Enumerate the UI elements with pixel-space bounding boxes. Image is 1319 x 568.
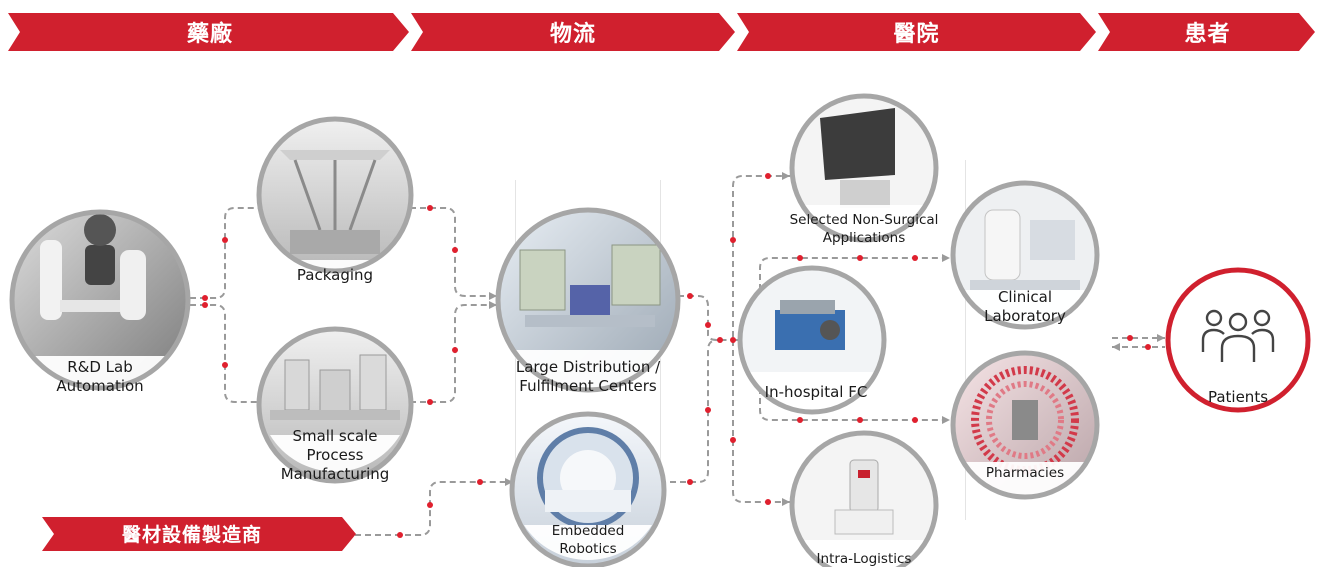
clinical-lab-node	[950, 180, 1100, 330]
chevron-stage-3	[737, 13, 1096, 51]
embedded-label: Embedded Robotics	[551, 523, 625, 557]
pharmacies-label: Pharmacies	[985, 465, 1065, 481]
patients-label: Patients	[1207, 388, 1269, 406]
people-icon	[1201, 309, 1275, 362]
stage-chevron-bar	[8, 13, 1315, 51]
in-hospital-node	[737, 265, 887, 415]
patients-node	[1165, 267, 1311, 413]
intra-logistics-node	[789, 430, 939, 567]
separator-line	[965, 160, 966, 520]
connector-dots	[202, 173, 1151, 538]
distribution-node	[495, 207, 681, 396]
connector-arrowheads	[489, 172, 1165, 506]
small-scale-label: Small scale Process Manufacturing	[280, 427, 390, 483]
rd-lab-label: R&D Lab Automation	[56, 358, 144, 395]
stage-label-hospital: 醫院	[893, 22, 940, 47]
pharmacies-node	[950, 350, 1100, 500]
clinical-lab-label: Clinical Laboratory	[984, 288, 1066, 325]
stage-label-logistics: 物流	[549, 22, 596, 47]
manufacturer-label: 醫材設備製造商	[121, 523, 262, 546]
embedded-node	[509, 411, 667, 567]
small-scale-node	[256, 326, 414, 484]
distribution-label: Large Distribution / Fulfilment Centers	[515, 358, 661, 395]
manufacturer-chevron	[42, 517, 356, 551]
non-surgical-label: Selected Non-Surgical Applications	[789, 212, 939, 246]
chevron-stage-4	[1098, 13, 1315, 51]
in-hospital-label: In-hospital FC	[764, 383, 868, 401]
packaging-label: Packaging	[296, 266, 374, 284]
intra-logistics-label: Intra-Logistics	[816, 551, 912, 567]
non-surgical-node	[789, 93, 939, 249]
stage-label-pharma: 藥廠	[186, 22, 233, 47]
packaging-node	[256, 116, 414, 282]
chevron-stage-2	[411, 13, 735, 51]
connector-lines	[190, 175, 1165, 536]
chevron-stage-1	[8, 13, 409, 51]
rd-lab-node	[9, 209, 191, 391]
stage-label-patient: 患者	[1184, 22, 1231, 47]
